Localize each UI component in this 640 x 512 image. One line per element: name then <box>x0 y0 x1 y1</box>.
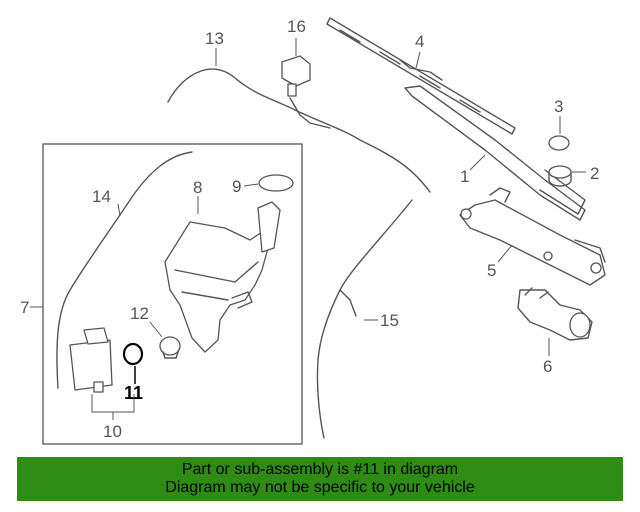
check-valve <box>281 55 311 97</box>
callout-13: 13 <box>205 29 224 48</box>
callout-7: 7 <box>20 298 29 317</box>
washer-hose-upper <box>167 68 431 193</box>
callout-2: 2 <box>590 164 599 183</box>
banner-line-1: Part or sub-assembly is #11 in diagram <box>181 461 459 478</box>
washer-hose-long <box>316 199 413 439</box>
grommet <box>159 336 181 359</box>
reservoir-hose <box>56 151 193 389</box>
reservoir-assembly-box <box>42 143 303 445</box>
callout-3: 3 <box>554 97 563 116</box>
callout-5: 5 <box>487 261 496 280</box>
wiper-motor <box>517 287 593 341</box>
callout-9: 9 <box>232 177 241 196</box>
callout-6: 6 <box>543 357 552 376</box>
callout-11: 11 <box>124 383 143 403</box>
washer-pump <box>69 327 113 393</box>
callout-10: 10 <box>103 422 122 441</box>
wiper-blade <box>326 17 516 135</box>
nut-part <box>548 165 572 187</box>
wiper-linkage <box>459 187 606 286</box>
callout-16: 16 <box>287 17 306 36</box>
banner-line-2: Diagram may not be specific to your vehi… <box>165 479 475 496</box>
callout-4: 4 <box>415 32 424 51</box>
callout-8: 8 <box>193 178 202 197</box>
o-ring-part <box>122 342 144 366</box>
callout-12: 12 <box>130 304 149 323</box>
callout-1: 1 <box>460 167 469 186</box>
filler-cap <box>258 174 294 192</box>
washer-reservoir <box>164 201 281 353</box>
callout-14: 14 <box>92 187 111 206</box>
parts-diagram: 13 16 4 3 2 1 9 8 14 5 7 12 15 6 11 10 <box>20 17 606 445</box>
callout-15: 15 <box>380 311 399 330</box>
info-banner: Part or sub-assembly is #11 in diagram D… <box>17 457 623 501</box>
leader-lines <box>30 38 586 420</box>
cap-part <box>548 135 570 151</box>
